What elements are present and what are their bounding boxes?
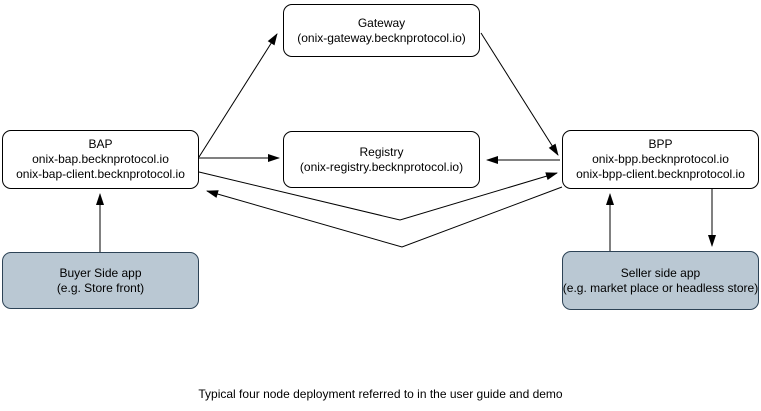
edge-bpp-to-bap (206, 186, 563, 248)
bpp-client-host: onix-bpp-client.becknprotocol.io (576, 167, 745, 181)
bpp-host: onix-bpp.becknprotocol.io (592, 152, 729, 166)
node-registry: Registry (onix-registry.becknprotocol.io… (283, 131, 480, 188)
gateway-host: (onix-gateway.becknprotocol.io) (297, 30, 466, 45)
buyer-app-example: (e.g. Store front) (56, 280, 145, 295)
node-seller-side-app: Seller side app (e.g. market place or he… (562, 251, 759, 310)
node-gateway: Gateway (onix-gateway.becknprotocol.io) (283, 4, 480, 57)
node-buyer-side-app: Buyer Side app (e.g. Store front) (2, 252, 199, 309)
gateway-title: Gateway (357, 15, 406, 30)
seller-app-title: Seller side app (620, 265, 701, 280)
edge-bap-to-gateway (198, 33, 278, 158)
node-bpp: BPP onix-bpp.becknprotocol.io onix-bpp-c… (562, 130, 759, 189)
bpp-title: BPP (648, 137, 673, 151)
buyer-app-title: Buyer Side app (59, 265, 142, 280)
node-bap: BAP onix-bap.becknprotocol.io onix-bap-c… (2, 130, 199, 189)
registry-title: Registry (359, 144, 404, 159)
bap-title: BAP (88, 137, 113, 151)
bap-client-host: onix-bap-client.becknprotocol.io (16, 167, 185, 181)
registry-host: (onix-registry.becknprotocol.io) (299, 159, 464, 174)
bap-host: onix-bap.becknprotocol.io (32, 152, 169, 166)
seller-app-example: (e.g. market place or headless store) (562, 280, 759, 295)
diagram-caption: Typical four node deployment referred to… (198, 387, 563, 401)
edge-gateway-to-bpp (480, 32, 559, 156)
